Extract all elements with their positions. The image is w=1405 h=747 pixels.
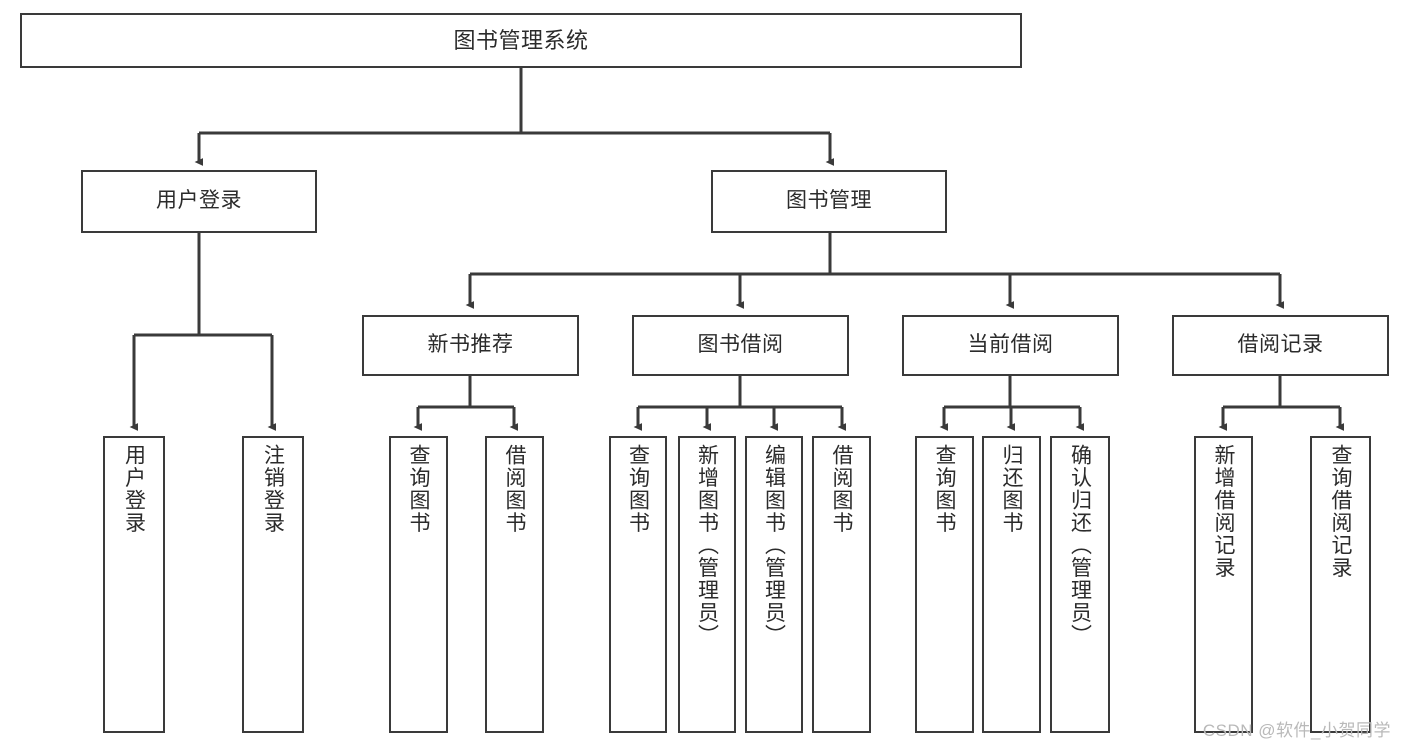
- node-label: 查询图书: [626, 444, 650, 534]
- leaf-search-borrowing-record[interactable]: 查询借阅记录: [1310, 436, 1371, 733]
- leaf-add-book-admin[interactable]: 新增图书（管理员）: [678, 436, 736, 733]
- node-current-borrowing[interactable]: 当前借阅: [902, 315, 1119, 376]
- node-label: 当前借阅: [967, 333, 1054, 357]
- node-label: 编辑图书（管理员）: [762, 444, 786, 647]
- node-book-borrowing[interactable]: 图书借阅: [632, 315, 849, 376]
- node-label: 用户登录: [122, 444, 146, 534]
- node-book-management[interactable]: 图书管理: [711, 170, 947, 233]
- node-label: 查询借阅记录: [1329, 444, 1352, 579]
- leaf-user-login[interactable]: 用户登录: [103, 436, 165, 733]
- node-book-management-system[interactable]: 图书管理系统: [20, 13, 1022, 68]
- leaf-search-books-current[interactable]: 查询图书: [915, 436, 974, 733]
- node-label: 用户登录: [156, 189, 242, 213]
- node-label: 确认归还（管理员）: [1068, 444, 1092, 647]
- csdn-watermark: CSDN @软件_小贺同学: [1202, 721, 1391, 740]
- node-label: 图书管理: [786, 189, 872, 213]
- node-label: 查询图书: [407, 444, 430, 534]
- node-label: 图书管理系统: [453, 27, 589, 53]
- leaf-borrow-books[interactable]: 借阅图书: [812, 436, 871, 733]
- node-label: 借阅记录: [1237, 333, 1324, 357]
- node-label: 新增借阅记录: [1212, 444, 1235, 579]
- node-label: 新书推荐: [427, 333, 514, 357]
- node-label: 图书借阅: [697, 333, 784, 357]
- node-label: 注销登录: [261, 444, 285, 534]
- leaf-return-books[interactable]: 归还图书: [982, 436, 1041, 733]
- leaf-search-books-borrowing[interactable]: 查询图书: [609, 436, 667, 733]
- node-label: 新增图书（管理员）: [695, 444, 719, 647]
- leaf-confirm-return-admin[interactable]: 确认归还（管理员）: [1050, 436, 1110, 733]
- node-label: 借阅图书: [503, 444, 526, 534]
- node-user-login[interactable]: 用户登录: [81, 170, 317, 233]
- node-borrowing-records[interactable]: 借阅记录: [1172, 315, 1389, 376]
- node-label: 查询图书: [933, 444, 956, 534]
- node-label: 归还图书: [1000, 444, 1023, 534]
- node-label: 借阅图书: [830, 444, 853, 534]
- leaf-add-borrowing-record[interactable]: 新增借阅记录: [1194, 436, 1253, 733]
- leaf-borrow-books-recommendation[interactable]: 借阅图书: [485, 436, 544, 733]
- leaf-edit-book-admin[interactable]: 编辑图书（管理员）: [745, 436, 803, 733]
- leaf-logout[interactable]: 注销登录: [242, 436, 304, 733]
- leaf-search-books-recommendation[interactable]: 查询图书: [389, 436, 448, 733]
- node-new-book-recommendation[interactable]: 新书推荐: [362, 315, 579, 376]
